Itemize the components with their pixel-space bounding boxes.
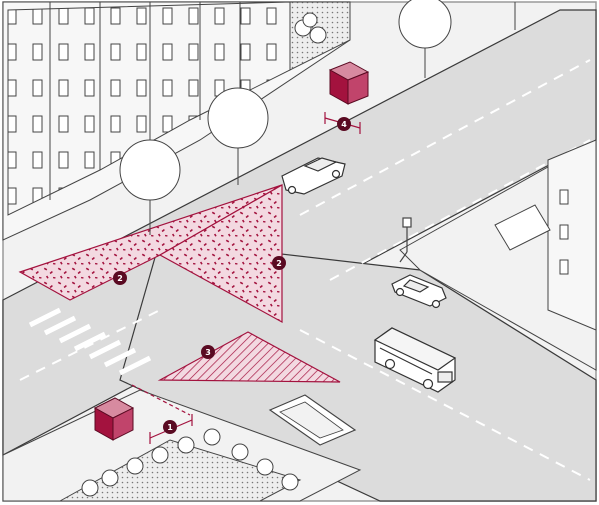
svg-text:4: 4 [341,120,347,129]
lane-markings [19,59,591,481]
marker-4: 4 [337,117,351,131]
shrub-row-top [294,12,327,44]
bus-icon [373,327,457,393]
street-sign-icon [399,217,412,263]
car-icon [391,274,447,309]
svg-text:1: 1 [167,423,173,432]
building-block-right [399,139,597,371]
tree-icon [119,0,516,235]
sight-zone-2-right [158,183,283,324]
crosswalk [28,307,152,376]
kiosk-icon [93,397,135,441]
svg-text:3: 3 [205,348,211,357]
svg-text:2: 2 [117,274,123,283]
building-block-top-left [2,1,351,241]
marker-2-left: 2 [113,271,127,285]
car-icon [281,157,346,195]
marker-3: 3 [201,345,215,359]
marker-1: 1 [163,420,177,434]
svg-text:2: 2 [276,259,282,268]
marker-2-right: 2 [272,256,286,270]
kiosk-icon [328,61,370,105]
shrub-row-bottom [81,428,299,497]
